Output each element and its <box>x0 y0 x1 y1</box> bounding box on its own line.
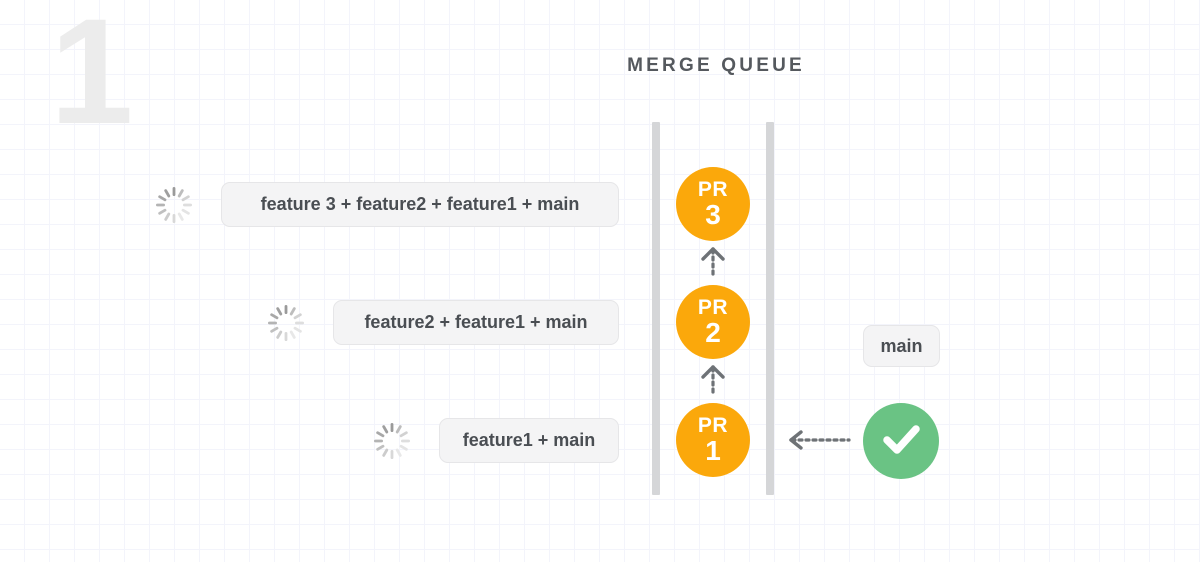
spinner-icon <box>154 185 194 225</box>
page-title: MERGE QUEUE <box>627 55 805 76</box>
arrow-up-icon <box>698 246 728 280</box>
branch-chip-label: feature 3 + feature2 + feature1 + main <box>260 194 580 214</box>
branch-chip-pr2: feature2 + feature1 + main <box>333 300 619 345</box>
spinner-icon <box>372 421 412 461</box>
branch-chip-label: main <box>880 335 923 356</box>
step-number-watermark: 1 <box>50 0 133 155</box>
pr-node-number: 3 <box>705 199 721 231</box>
pr-node-3[interactable]: PR 3 <box>676 167 750 241</box>
arrow-left-icon <box>789 428 851 452</box>
status-badge-success <box>863 403 939 479</box>
pr-node-label: PR <box>697 413 729 437</box>
spinner-icon <box>266 303 306 343</box>
check-icon <box>875 413 927 470</box>
branch-chip-label: feature2 + feature1 + main <box>364 312 588 332</box>
pr-node-label: PR <box>697 177 729 201</box>
pr-node-number: 2 <box>705 317 721 349</box>
queue-rail-right <box>766 122 774 495</box>
branch-chip-pr3: feature 3 + feature2 + feature1 + main <box>221 182 619 227</box>
branch-chip-main: main <box>863 325 940 367</box>
arrow-up-icon <box>698 364 728 398</box>
queue-rail-left <box>652 122 660 495</box>
pr-node-2[interactable]: PR 2 <box>676 285 750 359</box>
pr-node-number: 1 <box>705 435 721 467</box>
branch-chip-label: feature1 + main <box>462 430 596 450</box>
pr-node-1[interactable]: PR 1 <box>676 403 750 477</box>
branch-chip-pr1: feature1 + main <box>439 418 619 463</box>
pr-node-label: PR <box>697 295 729 319</box>
